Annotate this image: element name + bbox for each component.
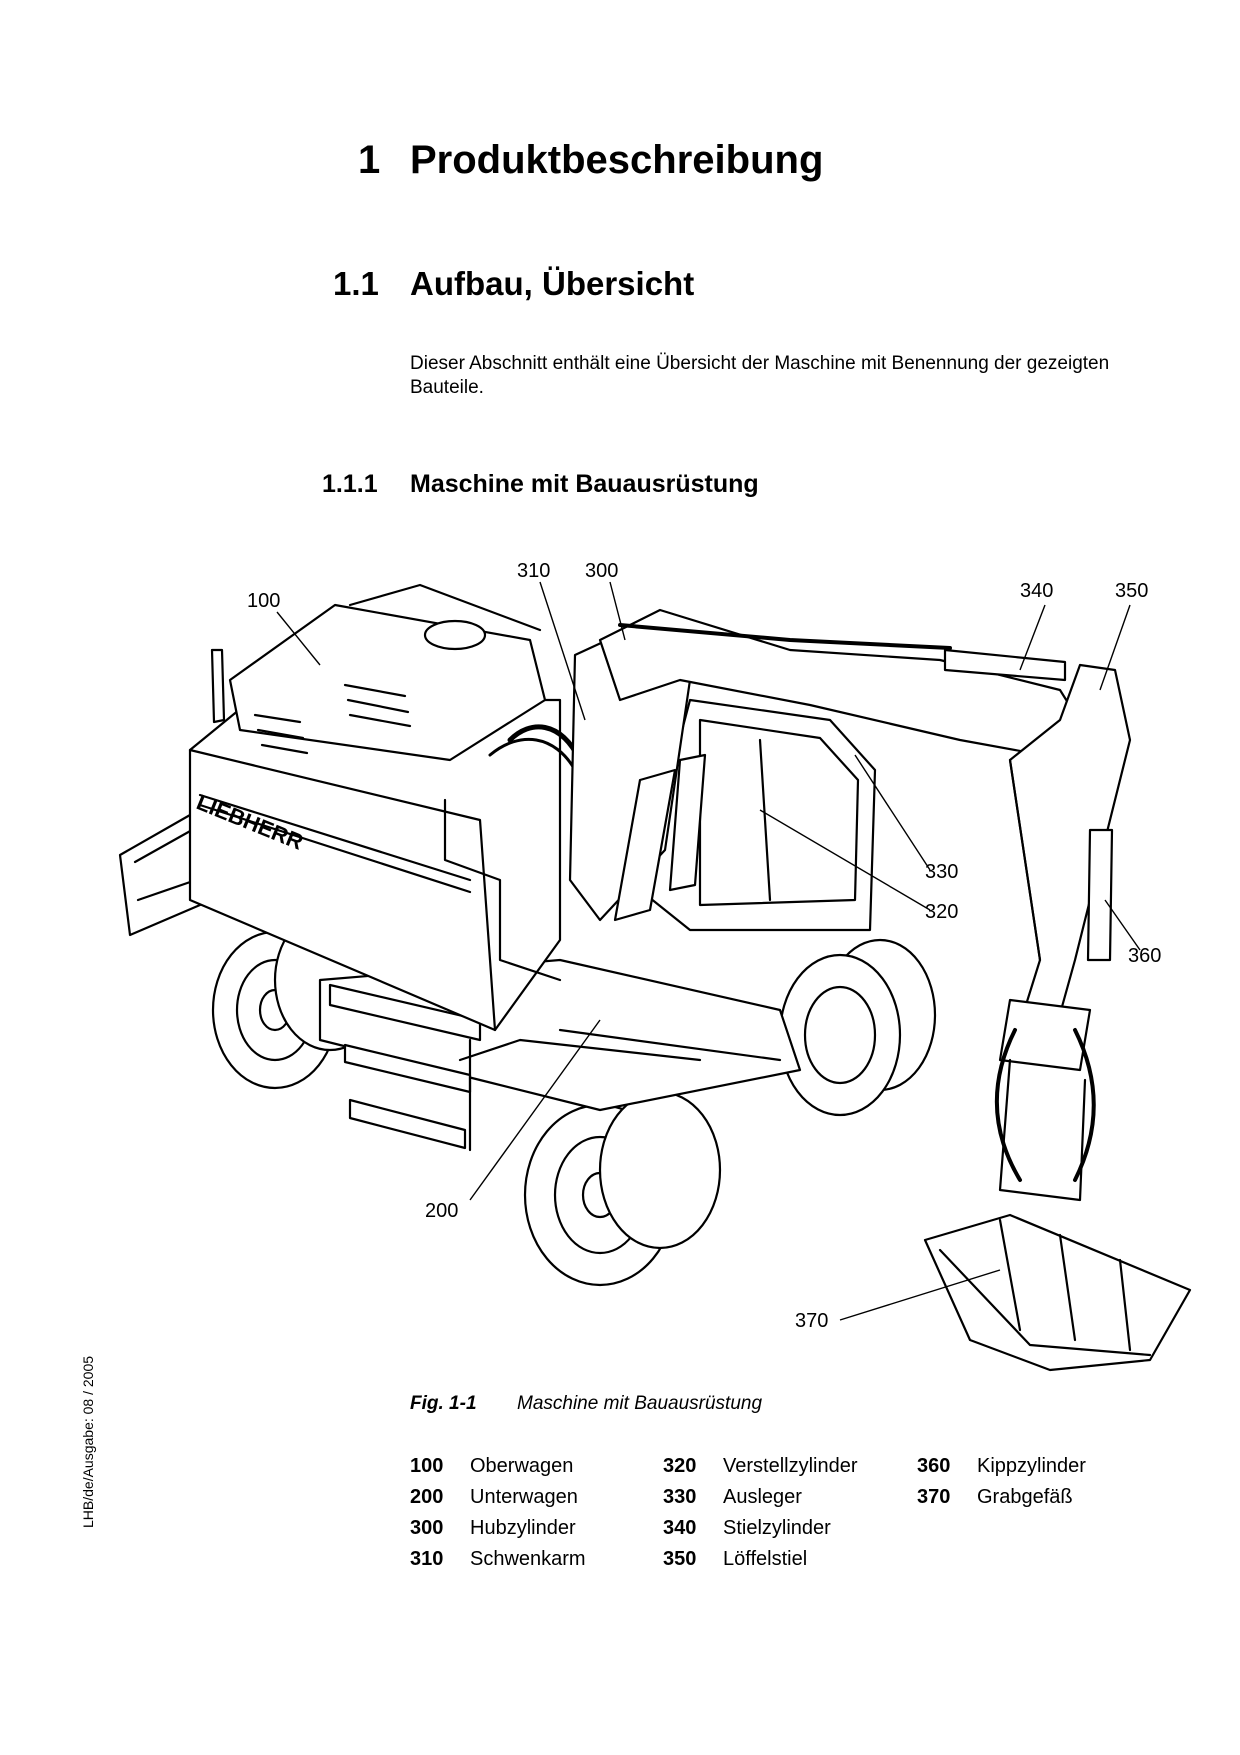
- legend-name: Ausleger: [723, 1486, 802, 1508]
- legend-name: Grabgefäß: [977, 1486, 1073, 1508]
- tilt-cylinder: [1086, 828, 1114, 962]
- legend-num: 340: [663, 1517, 697, 1539]
- callout-100: 100: [247, 590, 280, 612]
- chapter-title: Produktbeschreibung: [410, 138, 824, 182]
- callout-360: 360: [1128, 945, 1161, 967]
- excavator-drawing: LIEBHERR 100 310 300 340 350 330 320 360…: [118, 560, 1192, 1372]
- front-wheels: [523, 938, 937, 1287]
- legend-num: 370: [917, 1486, 951, 1508]
- intro-paragraph: Dieser Abschnitt enthält eine Übersicht …: [410, 353, 1110, 398]
- subsection-title: Maschine mit Bauausrüstung: [410, 470, 759, 498]
- legend-name: Hubzylinder: [470, 1517, 576, 1539]
- exhaust-stack: [210, 648, 226, 724]
- hoist-cylinder: [613, 768, 677, 922]
- legend-num: 310: [410, 1548, 444, 1570]
- legend-num: 350: [663, 1548, 697, 1570]
- legend-name: Kippzylinder: [977, 1455, 1086, 1477]
- legend-num: 320: [663, 1455, 697, 1477]
- legend-num: 100: [410, 1455, 444, 1477]
- quick-coupler: [998, 998, 1092, 1072]
- legend-num: 360: [917, 1455, 951, 1477]
- access-steps: [328, 983, 482, 1152]
- callout-340: 340: [1020, 580, 1053, 602]
- figure-caption-label: Fig. 1-1: [410, 1393, 477, 1414]
- adjustment-cylinder: [668, 753, 707, 892]
- legend-name: Löffelstiel: [723, 1548, 808, 1570]
- callout-200: 200: [425, 1200, 458, 1222]
- legend-name: Stielzylinder: [723, 1517, 831, 1539]
- legend-num: 300: [410, 1517, 444, 1539]
- chapter-number: 1: [358, 138, 381, 182]
- legend-name: Schwenkarm: [470, 1548, 586, 1570]
- callout-320: 320: [925, 901, 958, 923]
- legend-num: 330: [663, 1486, 697, 1508]
- figure-caption-text: Maschine mit Bauausrüstung: [517, 1393, 763, 1414]
- bucket: [923, 1213, 1192, 1372]
- callout-330: 330: [925, 861, 958, 883]
- legend-name: Oberwagen: [470, 1455, 574, 1477]
- section-number: 1.1: [333, 265, 379, 302]
- callout-370: 370: [795, 1310, 828, 1332]
- subsection-number: 1.1.1: [322, 470, 378, 498]
- edition-side-note: LHB/de/Ausgabe: 08 / 2005: [80, 1355, 96, 1528]
- legend-num: 200: [410, 1486, 444, 1508]
- section-title: Aufbau, Übersicht: [410, 265, 695, 302]
- legend-name: Verstellzylinder: [723, 1455, 858, 1477]
- callout-350: 350: [1115, 580, 1148, 602]
- callout-300: 300: [585, 560, 618, 582]
- legend-name: Unterwagen: [470, 1486, 578, 1508]
- callout-310: 310: [517, 560, 550, 582]
